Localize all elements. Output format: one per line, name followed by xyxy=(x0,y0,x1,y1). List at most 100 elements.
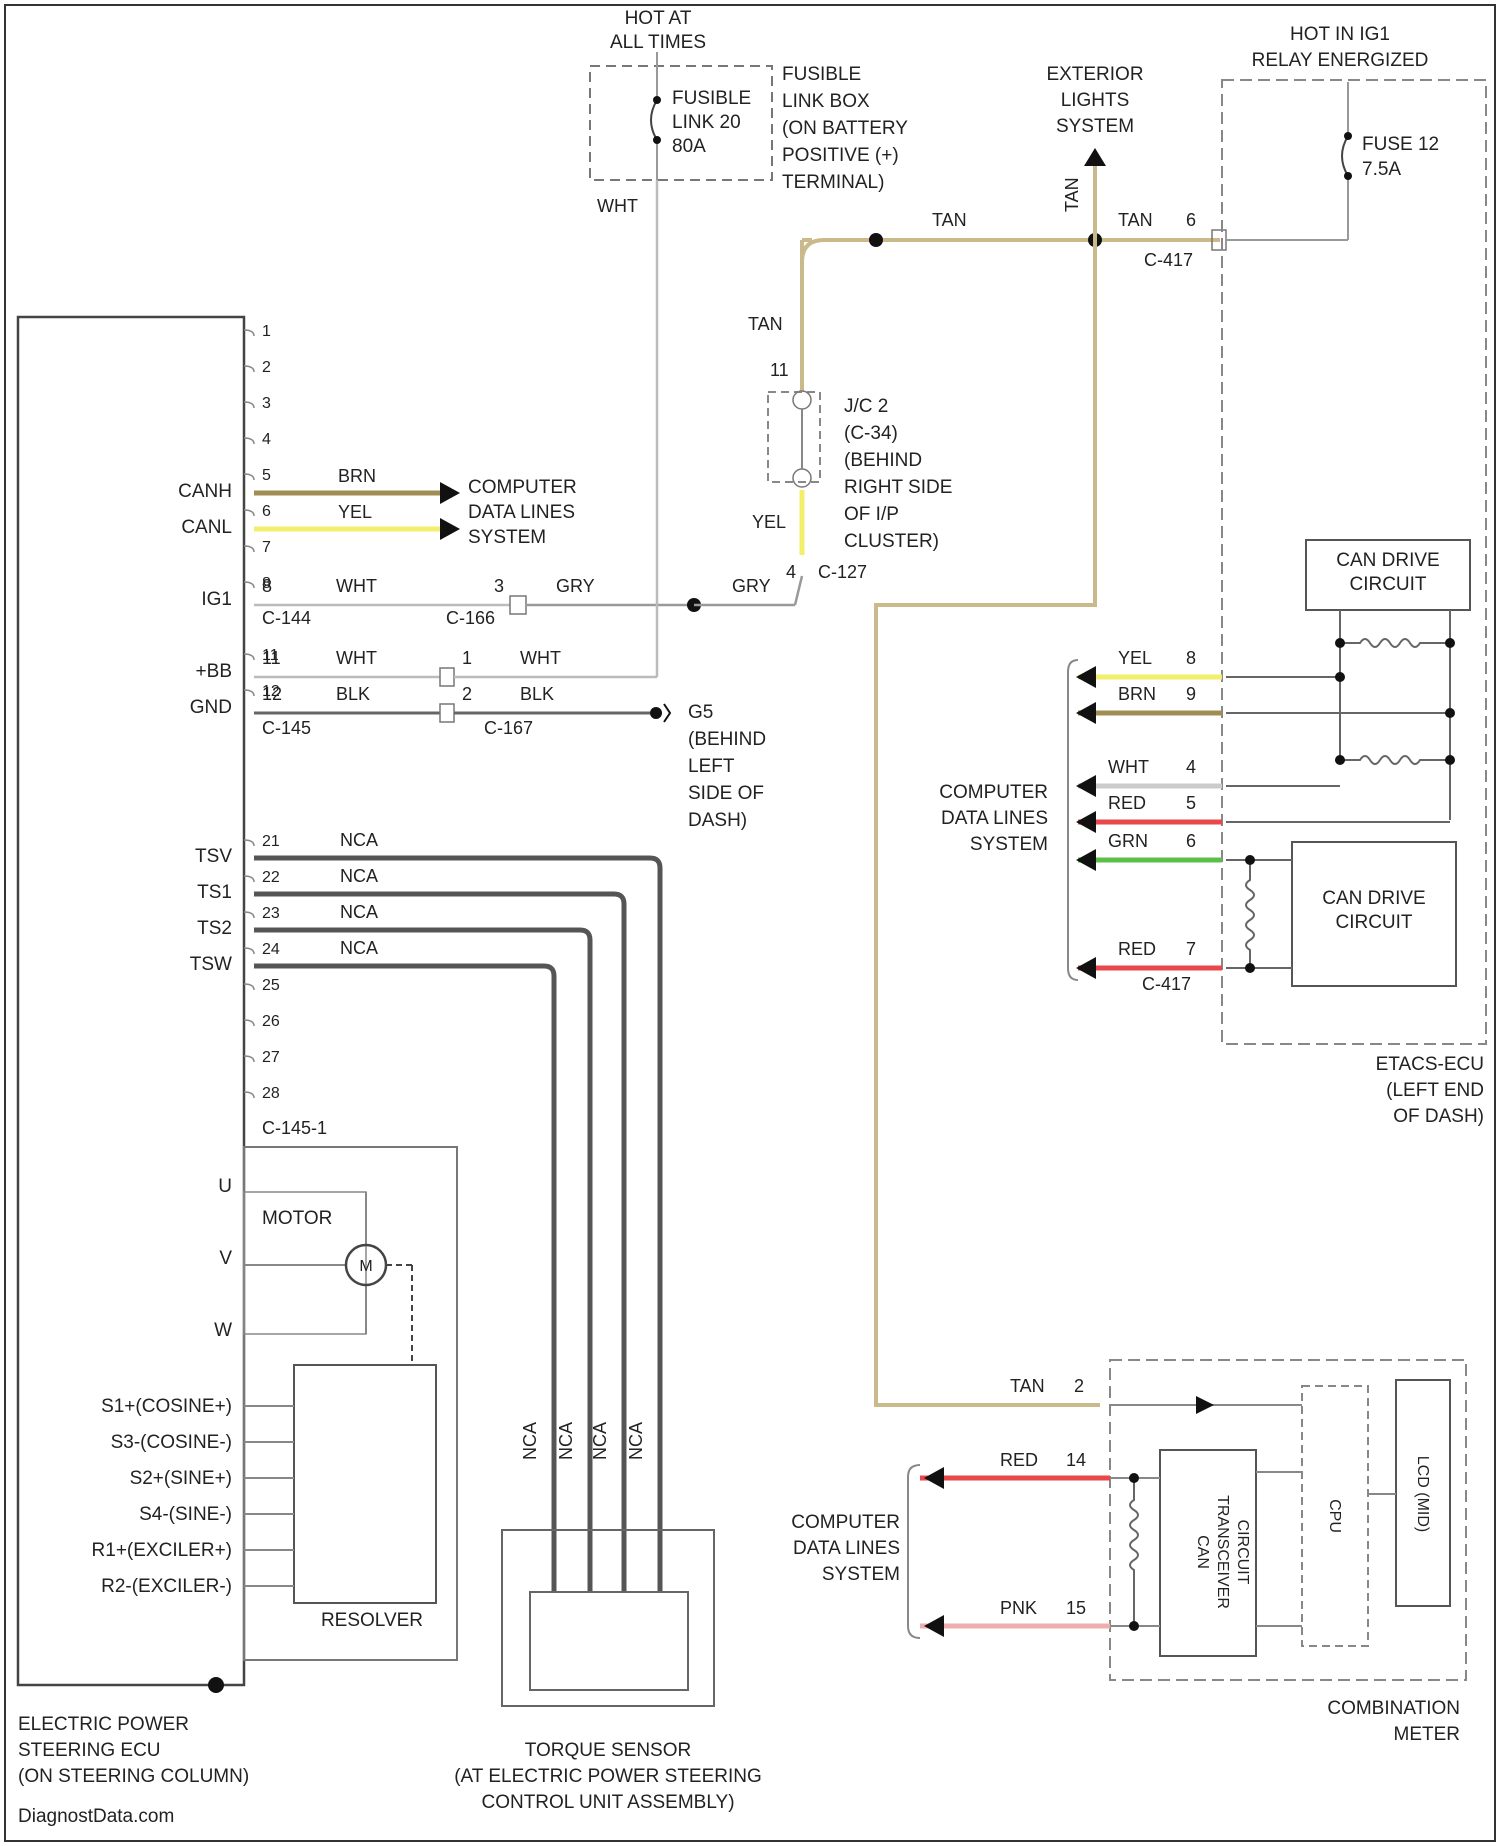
resolver-pin: S1+(COSINE+) xyxy=(101,1396,232,1417)
splice-icon xyxy=(1129,1473,1139,1483)
pin-21: 21 xyxy=(262,833,280,850)
c127-pin: 4 xyxy=(786,562,796,582)
pin-5: 5 xyxy=(262,467,271,484)
can-drive-circuit-label: CAN DRIVE xyxy=(1336,550,1439,571)
splice-icon xyxy=(869,233,883,247)
ground-label: G5 xyxy=(688,702,713,723)
wire-label-yel: YEL xyxy=(338,502,372,522)
etacs-labels: YEL BRN WHT RED GRN RED 8 9 4 5 6 7 C-41… xyxy=(939,550,1484,1127)
wire-label-nca: NCA xyxy=(626,1422,646,1460)
computer-data-lines-label: DATA LINES xyxy=(468,502,575,523)
connector-c167-icon xyxy=(440,704,454,722)
pin-u: U xyxy=(218,1176,232,1197)
pin-v: V xyxy=(219,1248,232,1269)
pin-2: 2 xyxy=(262,359,271,376)
eps-ecu xyxy=(18,317,457,1685)
ground-label: DASH) xyxy=(688,810,747,831)
fusible-link-box-label: TERMINAL) xyxy=(782,172,884,193)
exterior-lights-label: EXTERIOR xyxy=(1046,64,1143,85)
signal-gnd: GND xyxy=(190,697,232,718)
etacs-pin: 6 xyxy=(1186,831,1196,851)
jc2-pin: 11 xyxy=(770,360,789,380)
splice-icon xyxy=(1445,755,1455,765)
pin-27: 27 xyxy=(262,1049,280,1066)
fusible-link-box-label: FUSIBLE xyxy=(782,64,861,85)
nca-wire-ts2 xyxy=(254,930,590,1592)
can-transceiver-label: TRANSCEIVER xyxy=(1214,1495,1231,1609)
fusible-link-box-label: LINK BOX xyxy=(782,91,870,112)
signal-bb: +BB xyxy=(196,661,232,682)
arrow-icon xyxy=(1076,702,1096,724)
arrow-icon xyxy=(1076,775,1096,797)
fusible-link-box-label: (ON BATTERY xyxy=(782,118,908,139)
ground-symbol-icon xyxy=(664,704,670,722)
ground-label: SIDE OF xyxy=(688,783,764,804)
hot-in-ig1-label: RELAY ENERGIZED xyxy=(1252,50,1429,71)
computer-data-lines-label: COMPUTER xyxy=(939,782,1048,803)
etacs-pin: 5 xyxy=(1186,793,1196,813)
pin-label: 12 xyxy=(262,684,282,704)
terminal-icon xyxy=(653,136,661,144)
motor-symbol: M xyxy=(359,1258,372,1275)
computer-data-lines-label: SYSTEM xyxy=(822,1564,900,1585)
can-transceiver-label: CIRCUIT xyxy=(1234,1520,1251,1585)
pin-22: 22 xyxy=(262,869,280,886)
eps-ecu-name: (ON STEERING COLUMN) xyxy=(18,1766,249,1787)
signal-canl: CANL xyxy=(181,517,232,538)
jc2-label: CLUSTER) xyxy=(844,531,939,552)
c167-pin: 1 xyxy=(462,648,472,668)
arrow-icon xyxy=(1076,957,1096,979)
motor xyxy=(244,1192,436,1603)
can-drive-circuit-label: CIRCUIT xyxy=(1349,574,1426,595)
watermark: DiagnostData.com xyxy=(18,1806,174,1827)
fusible-link-label: 80A xyxy=(672,136,706,157)
arrow-icon xyxy=(1196,1396,1214,1414)
eps-ecu-name: ELECTRIC POWER xyxy=(18,1714,189,1735)
tan-bus xyxy=(802,82,1352,1405)
computer-data-lines-label: COMPUTER xyxy=(791,1512,900,1533)
signal-tsw: TSW xyxy=(190,954,232,975)
wire-label-tan: TAN xyxy=(1010,1376,1045,1396)
cpu-label: CPU xyxy=(1326,1499,1343,1533)
can-transceiver-label: CAN xyxy=(1194,1535,1211,1569)
splice-icon xyxy=(1129,1621,1139,1631)
etacs-pin: 8 xyxy=(1186,648,1196,668)
fusible-link-icon xyxy=(651,100,657,140)
wire-label-red: RED xyxy=(1108,793,1146,813)
connector-c417: C-417 xyxy=(1144,250,1193,270)
fusible-link-label: FUSIBLE xyxy=(672,88,751,109)
pin-23: 23 xyxy=(262,905,280,922)
fusible-link-label: LINK 20 xyxy=(672,112,741,133)
resistor-icon xyxy=(1340,639,1450,647)
jc2-circuit xyxy=(768,240,820,555)
wire-label-nca: NCA xyxy=(556,1422,576,1460)
arrow-icon xyxy=(924,1467,944,1489)
jc2-label: (C-34) xyxy=(844,423,898,444)
etacs-pin: 9 xyxy=(1186,684,1196,704)
torque-sensor-outer xyxy=(502,1530,714,1706)
ground-label: LEFT xyxy=(688,756,735,777)
splice-icon xyxy=(1335,672,1345,682)
computer-data-lines-label: SYSTEM xyxy=(468,527,546,548)
connector-c166: C-166 xyxy=(446,608,495,628)
wire-label-wht: WHT xyxy=(520,648,561,668)
arrow-icon xyxy=(1076,849,1096,871)
resolver-label: RESOLVER xyxy=(321,1610,423,1631)
motor-resolver-labels: MOTOR M U V W S1+(COSINE+) S3-(COSINE-) … xyxy=(92,1176,423,1631)
terminal-icon xyxy=(1344,132,1352,140)
resolver-pin: S4-(SINE-) xyxy=(139,1504,232,1525)
pin-7: 7 xyxy=(262,539,271,556)
computer-data-lines-label: DATA LINES xyxy=(941,808,1048,829)
resistor-icon xyxy=(1340,756,1450,764)
etacs-name: OF DASH) xyxy=(1393,1106,1484,1127)
splice-icon xyxy=(1445,708,1455,718)
splice-icon xyxy=(1335,638,1345,648)
pin-28: 28 xyxy=(262,1085,280,1102)
hot-at-all-times: HOT AT xyxy=(625,8,692,29)
torque-sensor-labels: TORQUE SENSOR (AT ELECTRIC POWER STEERIN… xyxy=(454,1740,762,1813)
jc2-label: J/C 2 xyxy=(844,396,888,417)
fuse-icon xyxy=(1342,136,1348,176)
connector-c167-icon xyxy=(440,668,454,686)
connector-c145: C-145 xyxy=(262,718,311,738)
splice-icon xyxy=(1245,963,1255,973)
